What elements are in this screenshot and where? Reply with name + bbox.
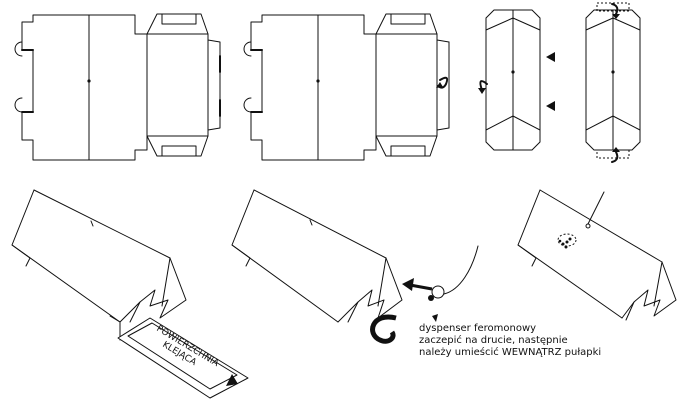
dispenser-note-line2: zaczepić na drucie, następnie	[419, 334, 568, 346]
fold-arrow-icon	[478, 80, 488, 94]
triangle-arrow-icon	[432, 314, 438, 322]
triangle-arrow-icon	[546, 52, 555, 62]
step-2-fold-flap	[243, 13, 450, 161]
pheromone-dispenser-icon	[557, 233, 577, 249]
dispenser-note-line3: należy umieścić WEWNĄTRZ pułapki	[419, 346, 601, 358]
adhesive-sheet	[117, 317, 249, 399]
step-7-hanging-trap	[517, 189, 677, 321]
step-1-flat-sheet	[14, 13, 221, 161]
horseshoe-arrow-icon	[370, 314, 397, 344]
fold-arrow-icon	[611, 147, 620, 163]
direction-arrow-icon	[402, 278, 433, 291]
pheromone-dispenser-icon	[428, 245, 479, 301]
dispenser-note-line1: dyspenser feromonowy	[419, 323, 536, 334]
step-3-folded-sides	[478, 9, 555, 151]
triangle-arrow-icon	[226, 374, 238, 386]
triangle-arrow-icon	[546, 101, 555, 111]
step-6-insert-dispenser: dyspenser feromonowy zaczepić na drucie,…	[231, 189, 601, 358]
step-4-fold-ends	[585, 2, 641, 163]
step-5-assembled-trap: POWIERZCHNIA KLEJĄCA	[11, 189, 249, 399]
fold-arrow-icon	[611, 3, 620, 19]
fold-arrow-icon	[436, 76, 449, 89]
